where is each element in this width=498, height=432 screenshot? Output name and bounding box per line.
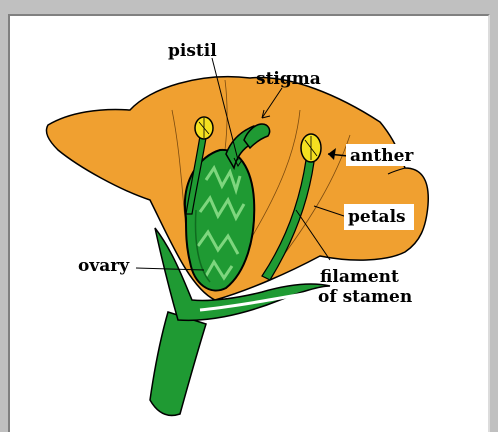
- filament-label-line2: of stamen: [318, 287, 412, 307]
- anther-label: anther: [350, 146, 414, 166]
- stigma-label: stigma: [256, 69, 321, 89]
- pistil-label: pistil: [168, 41, 217, 61]
- petals-label: petals: [348, 207, 406, 227]
- stem-shape: [150, 312, 206, 415]
- filament-label-line1: filament: [320, 267, 399, 287]
- ovary-label: ovary: [78, 256, 130, 276]
